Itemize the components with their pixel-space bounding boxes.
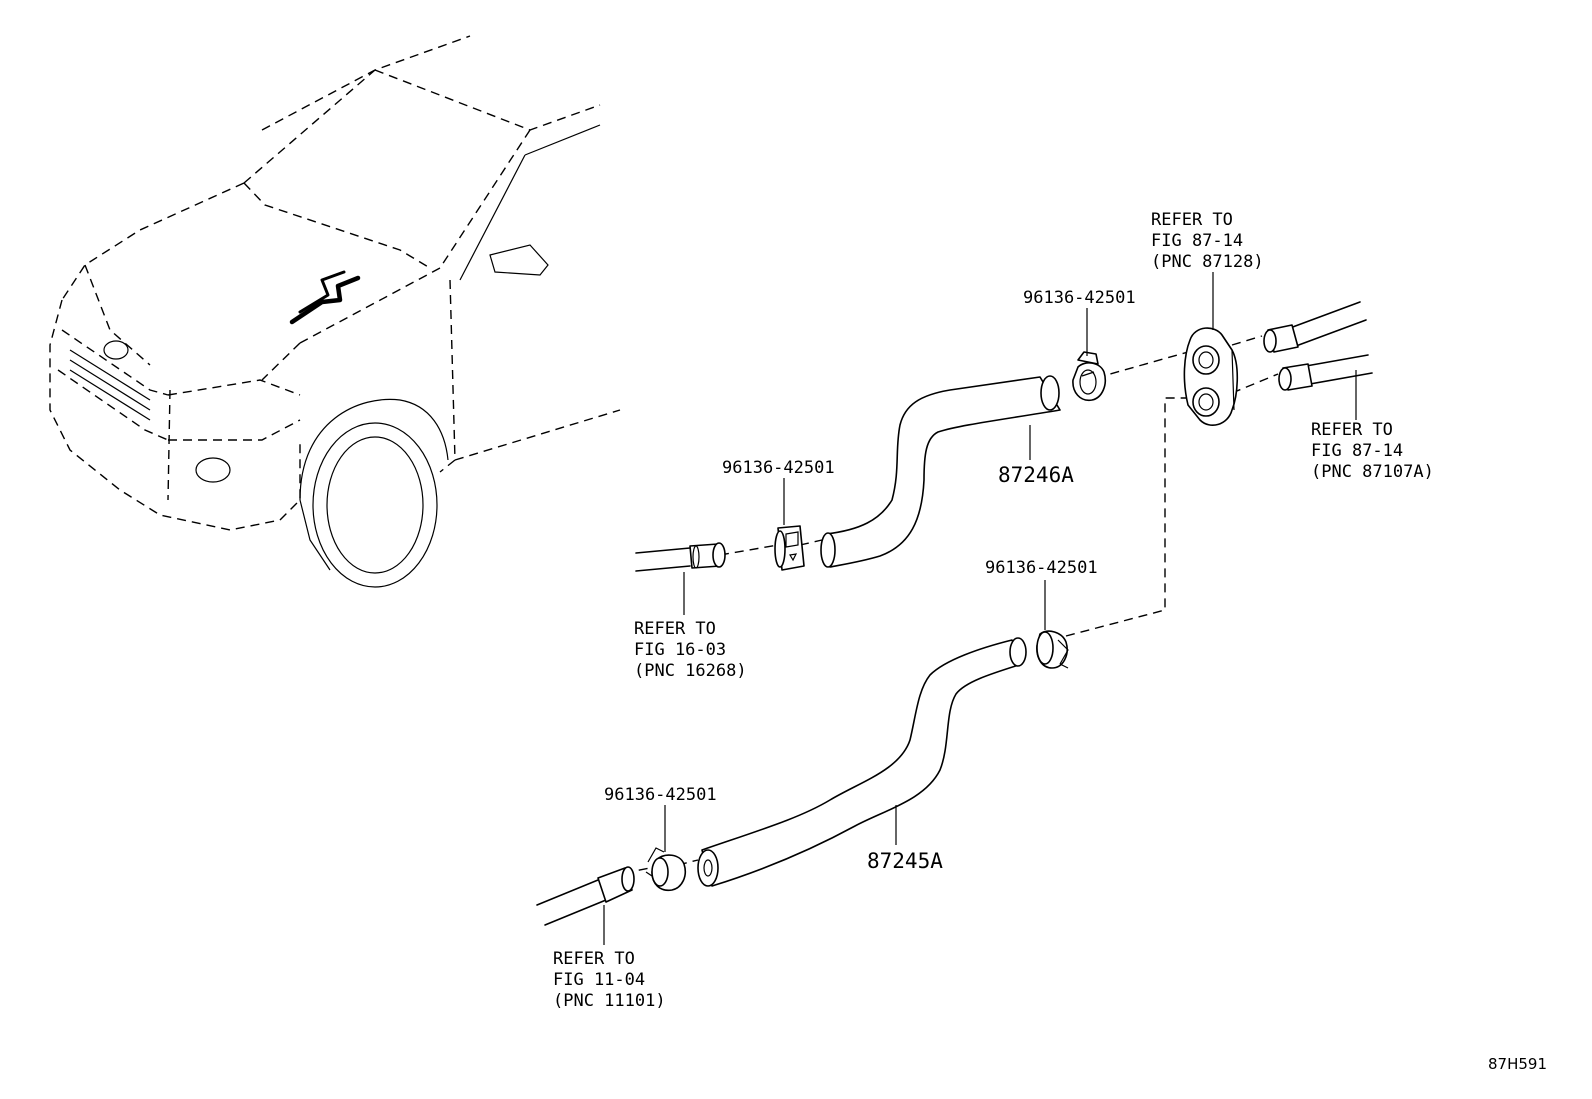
grommet — [1183, 327, 1239, 426]
clamp-lower-right — [1036, 630, 1069, 669]
pipe-upper-left — [635, 542, 726, 572]
ref-pipe-upper-left-line3: (PNC 16268) — [634, 661, 747, 681]
ref-grommet-line1: REFER TO — [1151, 210, 1233, 230]
clamp-lower-left — [645, 847, 687, 892]
pipes-right — [1263, 301, 1373, 391]
clamp-upper-left — [774, 525, 805, 571]
clamp-upper-left-label: 96136-42501 — [722, 458, 835, 478]
pipe-lower-left — [536, 866, 635, 926]
hose-87246a — [820, 375, 1061, 568]
clamp-lower-right-label: 96136-42501 — [985, 558, 1098, 578]
ref-pipes-right-line3: (PNC 87107A) — [1311, 462, 1434, 482]
ref-pipe-lower-left-line3: (PNC 11101) — [553, 991, 666, 1011]
clamp-lower-left-label: 96136-42501 — [604, 785, 717, 805]
ref-grommet-line3: (PNC 87128) — [1151, 252, 1264, 272]
clamp-upper-right-label: 96136-42501 — [1023, 288, 1136, 308]
clamp-upper-right — [1072, 351, 1107, 402]
ref-pipe-upper-left-line1: REFER TO — [634, 619, 716, 639]
leader-lines — [603, 272, 1357, 945]
diagram-code: 87H591 — [1488, 1055, 1547, 1073]
ref-pipe-upper-left-line2: FIG 16-03 — [634, 640, 726, 660]
hose-87245a — [697, 637, 1027, 887]
ref-grommet-line2: FIG 87-14 — [1151, 231, 1243, 251]
ref-pipes-right-line2: FIG 87-14 — [1311, 441, 1403, 461]
vehicle-illustration — [49, 35, 621, 588]
labels: 96136-42501 96136-42501 96136-42501 9613… — [553, 210, 1547, 1073]
location-marker — [289, 275, 361, 325]
ref-pipe-lower-left-line2: FIG 11-04 — [553, 970, 645, 990]
hose-lower-part-number: 87245A — [867, 849, 943, 873]
ref-pipe-lower-left-line1: REFER TO — [553, 949, 635, 969]
hose-upper-part-number: 87246A — [998, 463, 1074, 487]
ref-pipes-right-line1: REFER TO — [1311, 420, 1393, 440]
